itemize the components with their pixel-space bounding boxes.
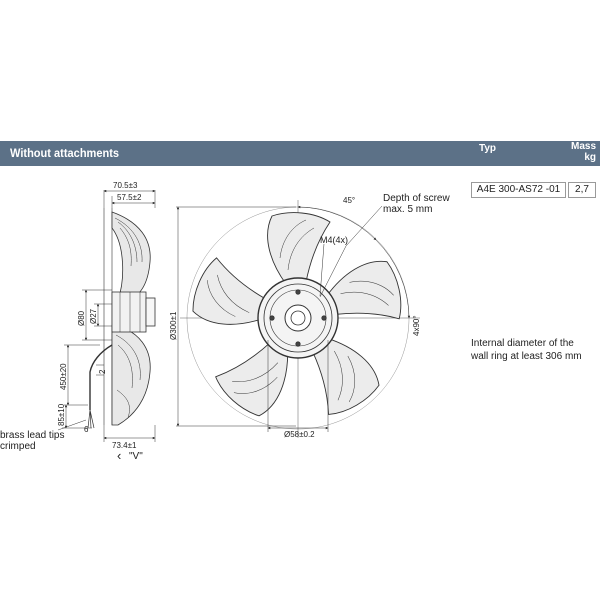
fan-blade-3 <box>312 337 380 415</box>
dim-angle-4x90: 4x90° <box>412 315 421 336</box>
dim-diameter-300: Ø300±1 <box>169 311 178 340</box>
section-title: Without attachments <box>10 146 120 160</box>
front-view <box>176 200 420 438</box>
dim-diameter-80: Ø80 <box>77 310 86 326</box>
fan-blade-2 <box>326 260 402 320</box>
column-header-mass-unit: kg <box>584 152 596 163</box>
view-direction-arrow: ‹ <box>117 448 121 463</box>
column-header-mass-label: Mass <box>570 141 596 152</box>
column-header-mass: Mass kg <box>571 141 596 163</box>
wall-ring-note-line1: Internal diameter of the <box>471 338 574 349</box>
screw-depth-note-line2: max. 5 mm <box>383 204 432 215</box>
dim-cable-length: 450±20 <box>59 363 68 390</box>
column-header-type: Typ <box>479 143 497 154</box>
screw-depth-note-line1: Depth of screw <box>383 193 450 204</box>
wall-ring-note-line2: wall ring at least 306 mm <box>471 351 582 362</box>
product-mass-cell: 2,7 <box>568 182 596 198</box>
dim-base-depth: 73.4±1 <box>112 441 137 450</box>
dim-depth-2: 57.5±2 <box>117 193 142 202</box>
section-header-bar <box>0 141 600 166</box>
side-view-labels: 70.5±3 57.5±2 Ø80 Ø27 450±20 2 85±10 6 7… <box>0 181 143 463</box>
thread-label: M4(4x) <box>320 235 348 245</box>
dim-total-depth: 70.5±3 <box>113 181 138 190</box>
side-view <box>57 189 156 442</box>
wall-ring-note: Internal diameter of the wall ring at le… <box>471 337 582 363</box>
fan-blade-1 <box>267 212 331 285</box>
fan-blade-5 <box>192 257 267 325</box>
fan-blade-4 <box>215 341 289 417</box>
dim-cable-85: 85±10 <box>57 403 66 426</box>
dim-diameter-27: Ø27 <box>89 308 98 324</box>
dim-diameter-58: Ø58±0.2 <box>284 430 315 439</box>
view-label: "V" <box>129 451 143 462</box>
dim-angle-45: 45° <box>343 196 355 205</box>
dim-cable-6: 6 <box>84 425 89 434</box>
cable-note-line2: crimped <box>0 441 36 452</box>
cable-note-line1: brass lead tips <box>0 430 64 441</box>
product-type-cell: A4E 300-AS72 -01 <box>471 182 566 198</box>
front-view-labels: Ø300±1 45° Depth of screw max. 5 mm M4(4… <box>169 193 450 439</box>
dim-cable-2: 2 <box>98 369 107 374</box>
motor-hub <box>257 277 339 359</box>
